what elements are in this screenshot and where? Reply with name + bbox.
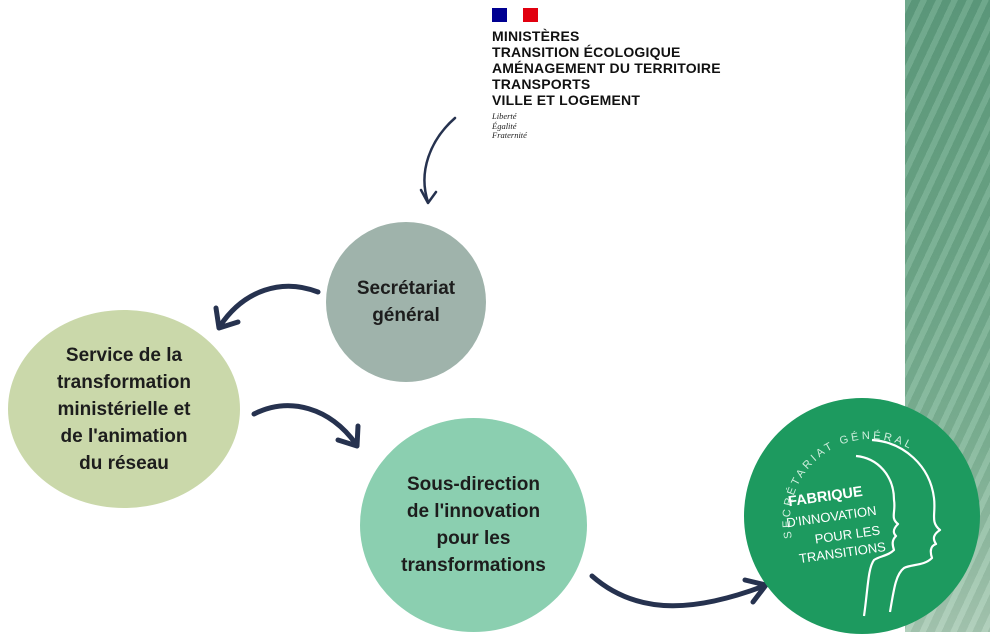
node-label: Service de la transformation ministériel… [56,344,192,474]
ministry-line: MINISTÈRES [492,28,580,44]
flag-blue [492,8,508,22]
republic-motto: Liberté Égalité Fraternité [492,111,792,141]
flag-red [522,8,538,22]
face-profile-icon [855,454,900,617]
arrow-head [742,577,769,605]
badge-graphic: SECRÉTARIAT GÉNÉRAL FABRIQUE D'INNOVATIO… [744,398,980,634]
node-label: Secrétariat général [356,278,456,326]
motto-line: Fraternité [492,130,527,140]
arrow-sousdirection-to-badge [589,573,767,609]
arrow-logo-to-secretariat [423,116,457,204]
flag-white [507,8,523,22]
ministry-logo: MINISTÈRES TRANSITION ÉCOLOGIQUE AMÉNAGE… [492,8,792,141]
node-service-transformation: Service de la transformation ministériel… [8,310,240,508]
arrow-head [419,188,438,205]
ministry-line: VILLE ET LOGEMENT [492,92,641,108]
ministry-line: TRANSPORTS [492,76,591,92]
french-flag-icon [492,8,538,22]
arrow-head [213,305,241,331]
node-label: Sous-direction de l'innovation pour les … [401,474,546,576]
face-profile-icon [871,438,942,613]
motto-line: Liberté [492,111,517,121]
badge-circle [744,398,980,634]
motto-line: Égalité [492,120,517,131]
ministry-name: MINISTÈRES TRANSITION ÉCOLOGIQUE AMÉNAGE… [492,28,792,108]
fabrique-innovation-badge: SECRÉTARIAT GÉNÉRAL FABRIQUE D'INNOVATIO… [744,398,980,634]
arrow-head [335,423,361,449]
ministry-line: TRANSITION ÉCOLOGIQUE [492,44,681,60]
arrow-secretariat-to-service [217,283,321,329]
node-sous-direction-innovation: Sous-direction de l'innovation pour les … [360,418,587,632]
ministry-line: AMÉNAGEMENT DU TERRITOIRE [492,60,721,76]
arrow-service-to-sousdirection [251,403,359,447]
node-secretariat-general: Secrétariat général [326,222,486,382]
